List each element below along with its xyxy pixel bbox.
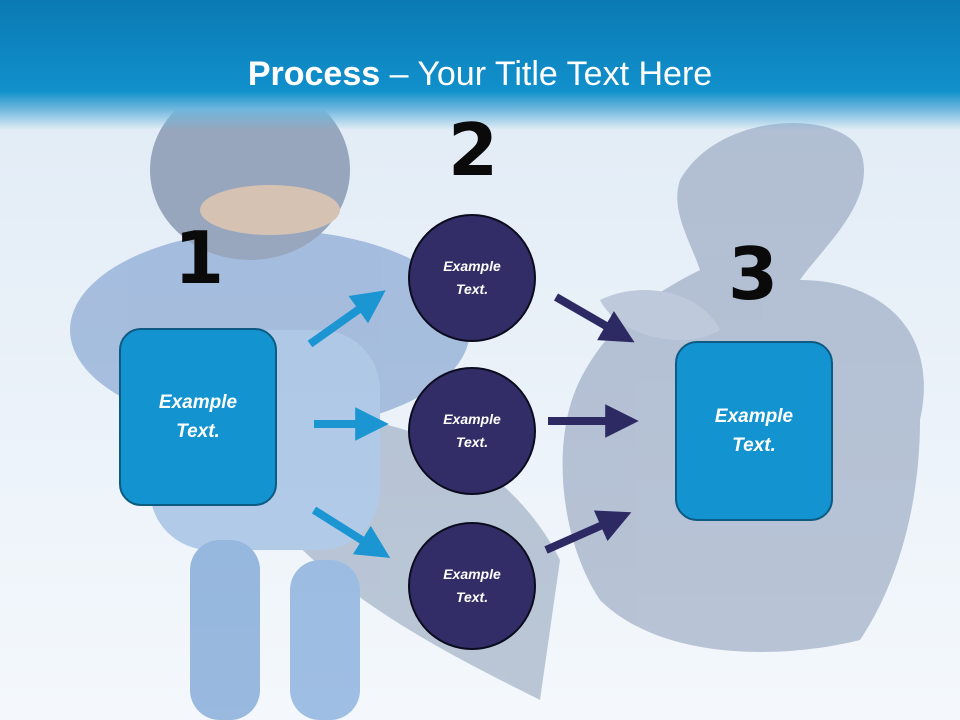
step-1-label-line-1: Example xyxy=(158,392,238,413)
step-2-circle-top: Example Text. xyxy=(408,214,536,342)
circle-top-line-1: Example xyxy=(443,258,501,274)
step-number-1: 1 xyxy=(173,216,225,300)
page-title: Process – Your Title Text Here xyxy=(0,52,960,96)
step-1-box: Example Text. xyxy=(119,328,277,506)
step-number-2: 2 xyxy=(447,108,499,192)
circle-bottom-line-1: Example xyxy=(443,566,501,582)
title-rest: – Your Title Text Here xyxy=(380,55,713,93)
step-3-label-line-1: Example xyxy=(714,406,794,427)
step-number-3: 3 xyxy=(727,232,779,316)
arrow-1-to-bottom xyxy=(311,506,391,558)
title-banner xyxy=(0,0,960,130)
title-bold: Process xyxy=(247,55,381,93)
step-3-box: Example Text. xyxy=(675,341,833,521)
step-3-label-line-2: Text. xyxy=(732,435,776,456)
circle-top-line-2: Text. xyxy=(455,281,489,297)
step-2-circle-bottom: Example Text. xyxy=(408,522,536,650)
arrow-1-to-top xyxy=(307,290,386,348)
arrow-bottom-to-3 xyxy=(544,510,632,554)
step-2-circle-middle: Example Text. xyxy=(408,367,536,495)
circle-bottom-line-2: Text. xyxy=(455,589,489,605)
step-1-label-line-2: Text. xyxy=(176,421,220,442)
circle-middle-line-1: Example xyxy=(443,411,501,427)
circle-middle-line-2: Text. xyxy=(455,434,489,450)
arrow-top-to-3 xyxy=(553,293,635,343)
